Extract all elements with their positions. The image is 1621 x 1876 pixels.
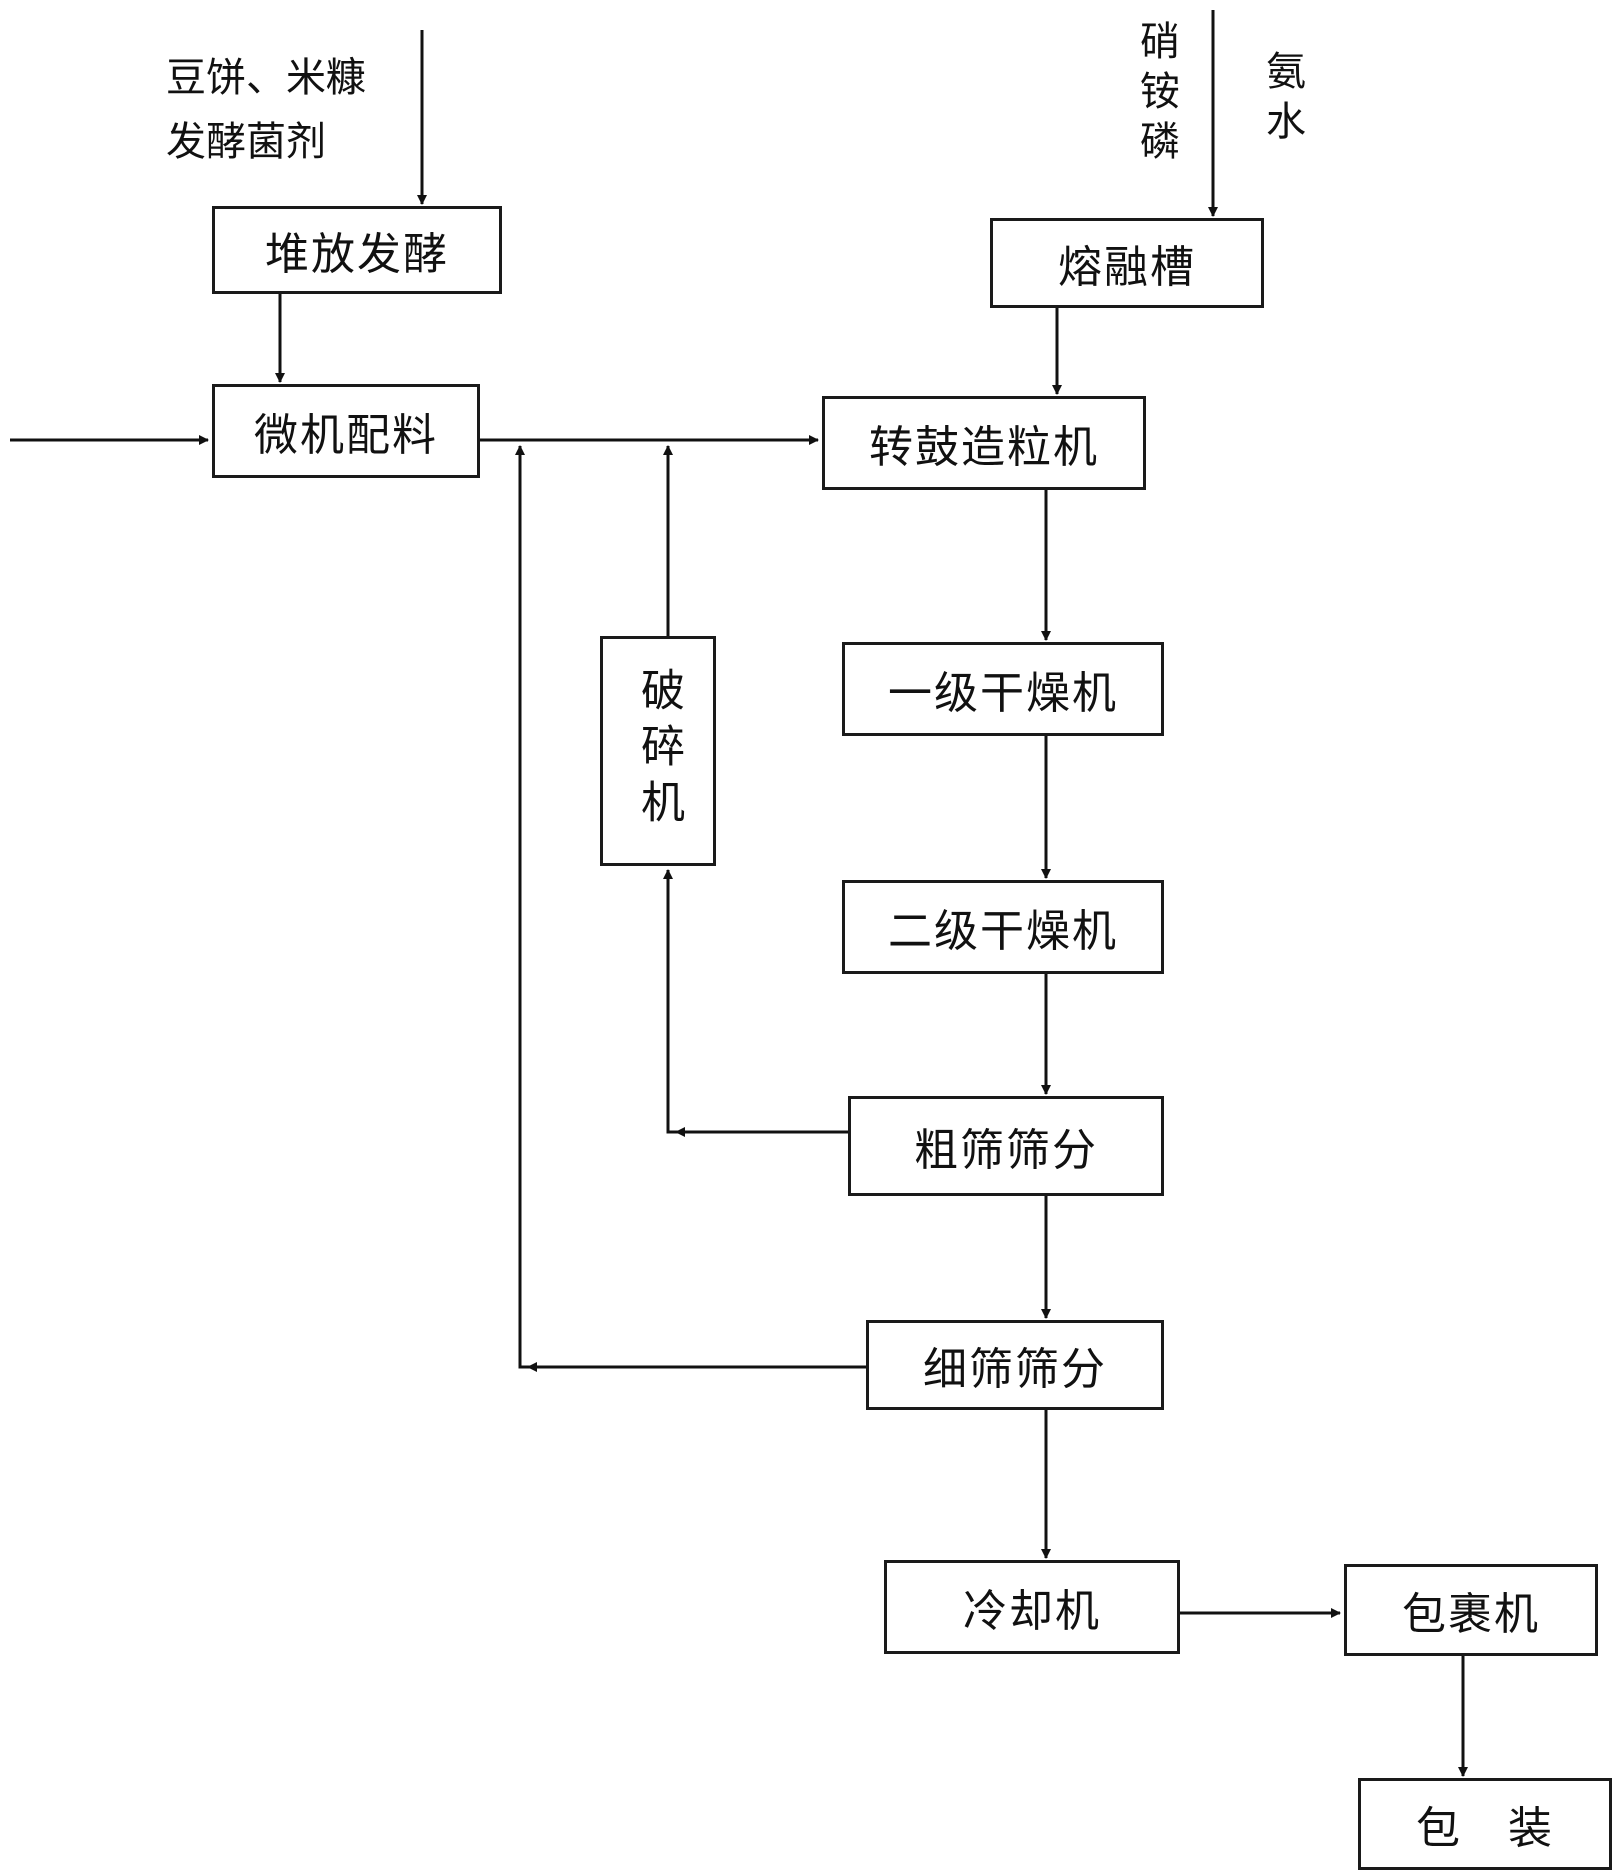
packaging-box: 包 装 bbox=[1358, 1778, 1612, 1870]
ammonia-input-label: 氨水 bbox=[1259, 50, 1305, 150]
fine-screening-box: 细筛筛分 bbox=[866, 1320, 1164, 1410]
secondary-dryer-box: 二级干燥机 bbox=[842, 880, 1164, 974]
crusher-box: 破碎机 bbox=[600, 636, 716, 866]
drum-granulator-box: 转鼓造粒机 bbox=[822, 396, 1146, 490]
primary-dryer-box: 一级干燥机 bbox=[842, 642, 1164, 736]
coating-machine-box: 包裹机 bbox=[1344, 1564, 1598, 1656]
pile-fermentation-box: 堆放发酵 bbox=[212, 206, 502, 294]
organic-input-label-line1: 豆饼、米糠 bbox=[166, 55, 366, 101]
cooler-box: 冷却机 bbox=[884, 1560, 1180, 1654]
organic-input-label-line2: 发酵菌剂 bbox=[166, 119, 326, 165]
arrow-coarse-to-crusher bbox=[663, 869, 848, 1134]
arrow-fine-return bbox=[515, 445, 866, 1369]
mineral-input-label: 硝铵磷 bbox=[1133, 20, 1179, 170]
coarse-screening-box: 粗筛筛分 bbox=[848, 1096, 1164, 1196]
melting-tank-box: 熔融槽 bbox=[990, 218, 1264, 308]
computer-batching-box: 微机配料 bbox=[212, 384, 480, 478]
